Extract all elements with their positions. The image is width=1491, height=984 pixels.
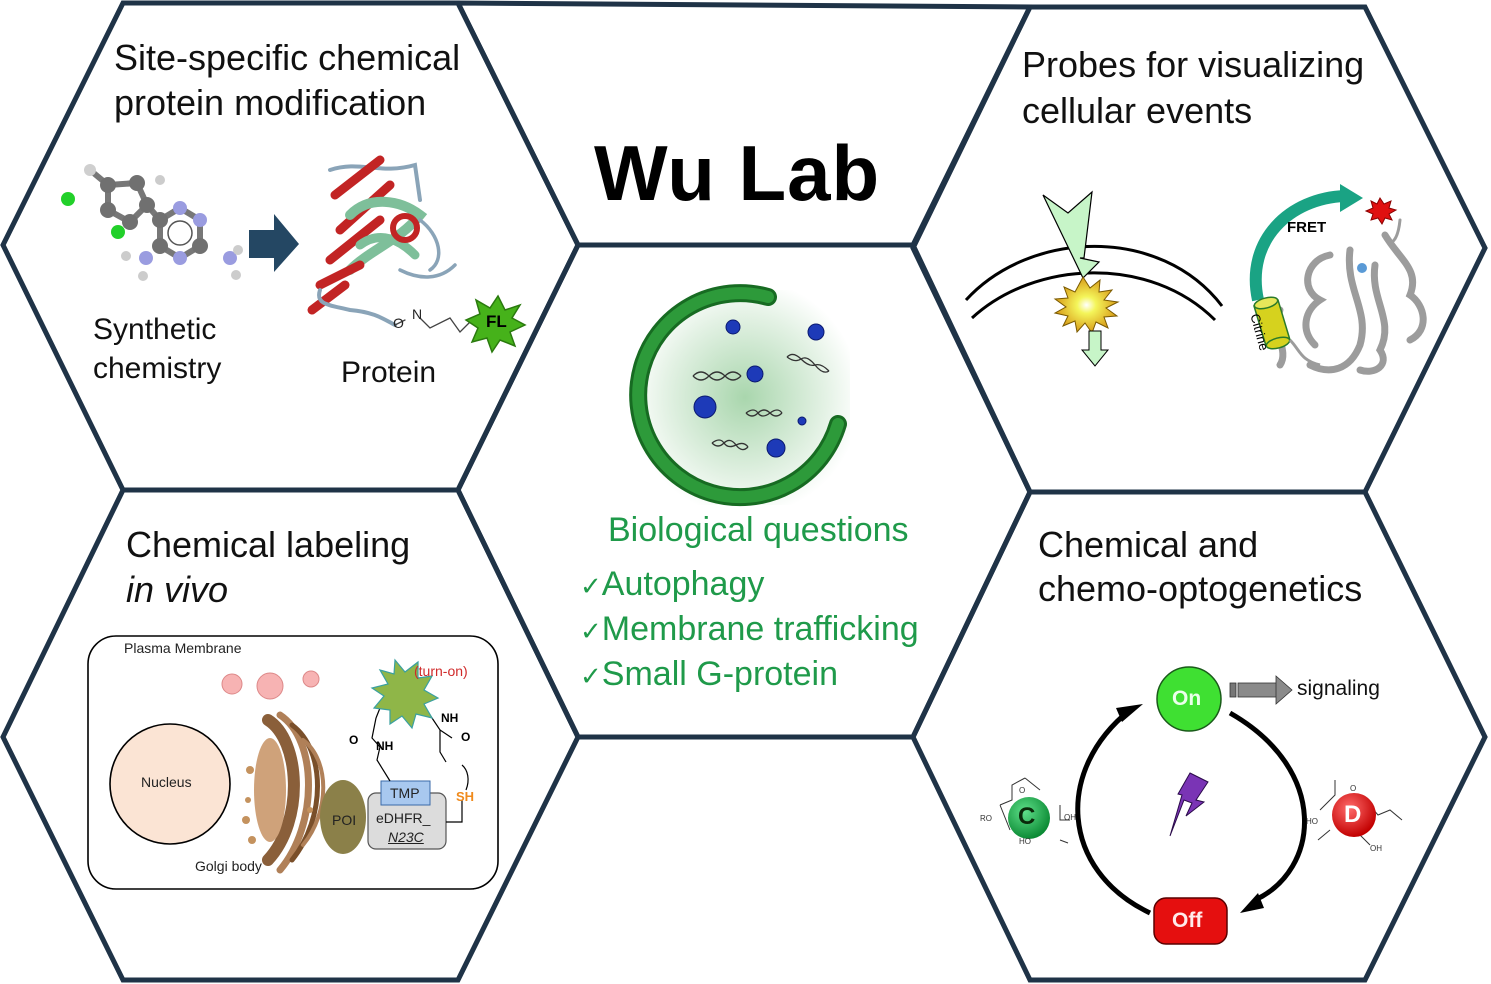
poi-ellipse — [320, 780, 366, 854]
c-group-ro: RO — [980, 814, 992, 823]
d-group-oh: OH — [1370, 844, 1382, 853]
linker-n-label: N — [412, 306, 423, 322]
check-icon: ✓ — [580, 616, 602, 646]
d-group-o: O — [1350, 784, 1357, 793]
hexagon-bottom-left — [0, 487, 581, 983]
panel-title-labeling-line2: in vivo — [126, 569, 229, 610]
fret-arrow-icon — [1249, 190, 1346, 302]
cell-membrane-icon — [964, 245, 1224, 322]
c-ball-icon — [1008, 797, 1050, 839]
off-label: Off — [1172, 909, 1203, 932]
panel-title-probes-line2: cellular events — [1022, 90, 1253, 131]
excitation-arrow-icon — [1042, 190, 1101, 280]
golgi-body-icon — [254, 711, 326, 874]
metal-ion-icon — [1357, 263, 1367, 273]
hexagon-bottom-right — [910, 489, 1488, 983]
tmp-box — [380, 780, 431, 806]
linker-o-label: O — [393, 315, 404, 331]
turn-on-label: (turn-on) — [414, 663, 468, 679]
small-molecule-icon — [61, 164, 243, 281]
list-item-label: Small G-protein — [601, 655, 838, 693]
list-item-label: Autophagy — [601, 565, 765, 603]
c-group-oh: OH — [1064, 813, 1076, 822]
dna-strands-icon — [692, 353, 830, 451]
cycle-arrows-icon — [1075, 708, 1307, 916]
c-group-o: O — [1019, 786, 1026, 795]
golgi-label: Golgi body — [195, 858, 262, 874]
emission-arrow-icon — [1080, 330, 1110, 367]
d-ball-icon — [1332, 793, 1376, 837]
list-item-label: Membrane trafficking — [601, 610, 919, 648]
panel-title-protein-modification-line1: Site-specific chemical — [114, 37, 461, 78]
tmp-label: TMP — [390, 785, 420, 801]
synthetic-chemistry-label-line2: chemistry — [93, 352, 222, 385]
fret-label: FRET — [1287, 219, 1327, 236]
panel-title-probes-line1: Probes for visualizing — [1022, 44, 1365, 85]
check-icon: ✓ — [580, 571, 602, 601]
cargo-particles-icon — [693, 319, 825, 458]
nh-label-right: NH — [441, 711, 459, 725]
nucleus-label: Nucleus — [141, 774, 192, 790]
thiol-label: SH — [456, 789, 475, 804]
fl-tag: FL — [486, 312, 507, 331]
vesicles-icon — [221, 670, 320, 700]
poi-label: POI — [332, 812, 357, 828]
light-bolt-icon — [1169, 772, 1209, 837]
golgi-vesicles-icon — [242, 766, 313, 844]
carbonyl-o-left: O — [349, 733, 359, 747]
caged-compound-icon — [999, 777, 1070, 844]
plasma-membrane-label: Plasma Membrane — [124, 640, 242, 656]
panel-title-optogenetics-line1: Chemical and — [1038, 524, 1259, 565]
fluorophore-star-icon — [464, 294, 527, 354]
turn-on-fluorophore-icon — [370, 658, 440, 730]
fluorescence-burst-icon — [1053, 276, 1120, 335]
edhfr-label-line1: eDHFR_ — [376, 810, 431, 826]
c-label: C — [1018, 803, 1036, 830]
lab-title: Wu Lab — [594, 129, 881, 217]
d-group-ho: HO — [1306, 817, 1318, 826]
check-icon: ✓ — [580, 661, 602, 691]
signaling-label: signaling — [1297, 677, 1380, 700]
protein-ribbon-gray-icon — [1273, 218, 1427, 375]
protein-structure-icon — [307, 155, 471, 334]
panel-title-labeling-line1: Chemical labeling — [126, 524, 411, 565]
nh-label-left: NH — [376, 739, 394, 753]
acceptor-star-icon — [1364, 197, 1398, 225]
edhfr-label-line2: N23C — [388, 829, 424, 845]
biological-questions-heading: Biological questions — [608, 511, 909, 549]
citrine-barrel-icon — [1253, 296, 1291, 350]
off-state-box — [1153, 897, 1228, 945]
panel-title-protein-modification-line2: protein modification — [114, 82, 427, 123]
arrow-right-icon — [249, 214, 299, 272]
list-item: ✓Autophagy — [580, 562, 764, 609]
signaling-arrow-icon — [1229, 675, 1293, 705]
d-label: D — [1344, 801, 1362, 828]
protein-label: Protein — [341, 356, 437, 389]
c-group-ho: HO — [1019, 837, 1031, 846]
probe-structure-icon — [371, 707, 469, 823]
on-state-circle — [1156, 666, 1222, 732]
panel-title-optogenetics-line2: chemo-optogenetics — [1038, 568, 1363, 609]
on-label: On — [1172, 687, 1202, 710]
list-item: ✓Small G-protein — [580, 652, 838, 699]
nucleus-icon — [109, 723, 231, 845]
synthetic-chemistry-label-line1: Synthetic — [93, 313, 217, 346]
d-compound-icon — [1317, 780, 1403, 846]
list-item: ✓Membrane trafficking — [580, 607, 919, 654]
carbonyl-o-right: O — [461, 730, 471, 744]
